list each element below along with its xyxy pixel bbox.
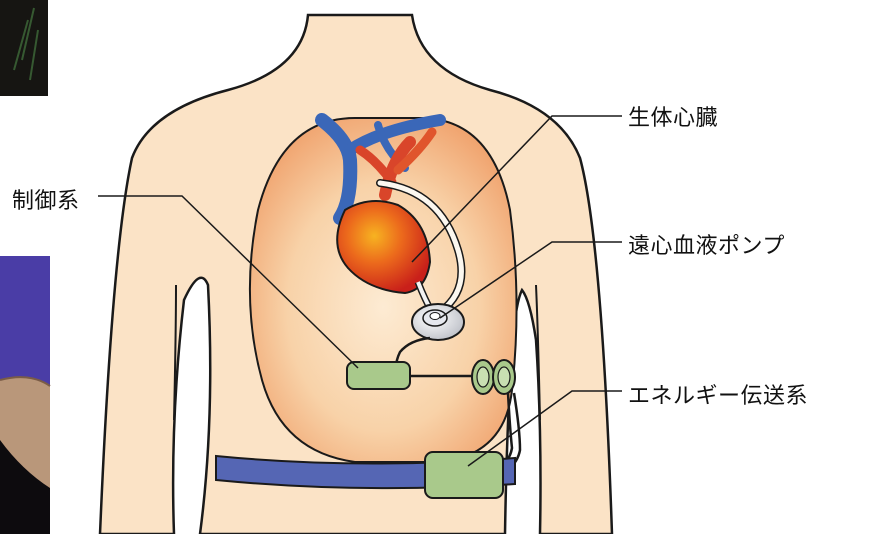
centrifugal-pump [412,304,464,340]
label-native-heart: 生体心臓 [628,100,718,132]
external-battery [425,452,503,498]
photo-fragment-bottom [0,256,50,534]
label-energy-transmission: エネルギー伝送系 [628,378,808,410]
photo-fragment-top [0,0,48,96]
label-centrifugal-pump: 遠心血液ポンプ [628,228,785,260]
label-control-system: 制御系 [12,183,80,215]
